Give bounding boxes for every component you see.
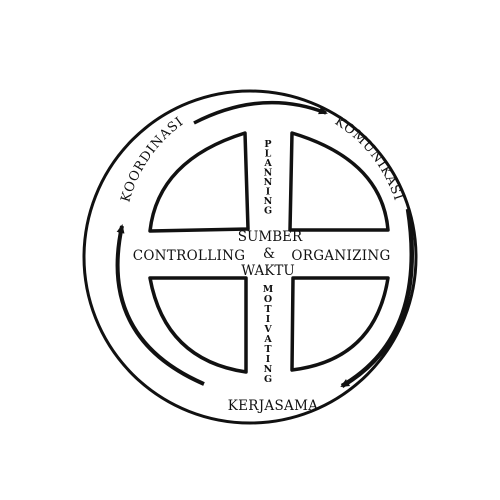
vertical-letter: N: [264, 196, 273, 207]
vertical-letter: P: [264, 139, 271, 150]
center-line-3: WAKTU: [241, 263, 294, 279]
vertical-letter: G: [264, 206, 272, 217]
vertical-letter: G: [264, 374, 272, 385]
quadrant-motivating-left: [148, 276, 248, 374]
vertical-letter: A: [263, 334, 272, 345]
vertical-letter: O: [264, 294, 272, 305]
label-komunikasi: KOMUNIKASI: [332, 114, 406, 203]
vertical-letter: L: [265, 149, 272, 160]
vertical-letter: T: [264, 304, 271, 315]
vertical-letter: A: [263, 158, 272, 169]
center-line-2: &: [263, 246, 275, 262]
vertical-letter: I: [266, 314, 271, 325]
arrow-koordinasi-to-komunikasi: [193, 100, 328, 125]
center-line-1: SUMBER: [238, 229, 303, 245]
quadrant-motivating-right: [290, 276, 390, 372]
arrow-komunikasi-to-kerjasama: [340, 208, 415, 388]
outer-circle: [82, 89, 418, 425]
vertical-letter: N: [264, 168, 273, 179]
vertical-letter: I: [266, 354, 271, 365]
label-organizing: ORGANIZING: [291, 248, 390, 264]
quadrant-planning-right: [288, 131, 390, 232]
vertical-letter: V: [263, 324, 272, 335]
label-controlling: CONTROLLING: [133, 248, 246, 264]
vertical-letter: I: [266, 187, 271, 198]
vertical-letter: M: [263, 284, 274, 295]
quadrant-planning-left: [148, 131, 250, 233]
label-kerjasama: KERJASAMA: [228, 398, 319, 414]
vertical-letter: T: [264, 344, 271, 355]
vertical-letter: N: [264, 177, 273, 188]
label-koordinasi: KOORDINASI: [118, 114, 186, 204]
arrow-kerjasama-to-koordinasi: [115, 224, 205, 386]
vertical-letter: N: [264, 364, 273, 375]
